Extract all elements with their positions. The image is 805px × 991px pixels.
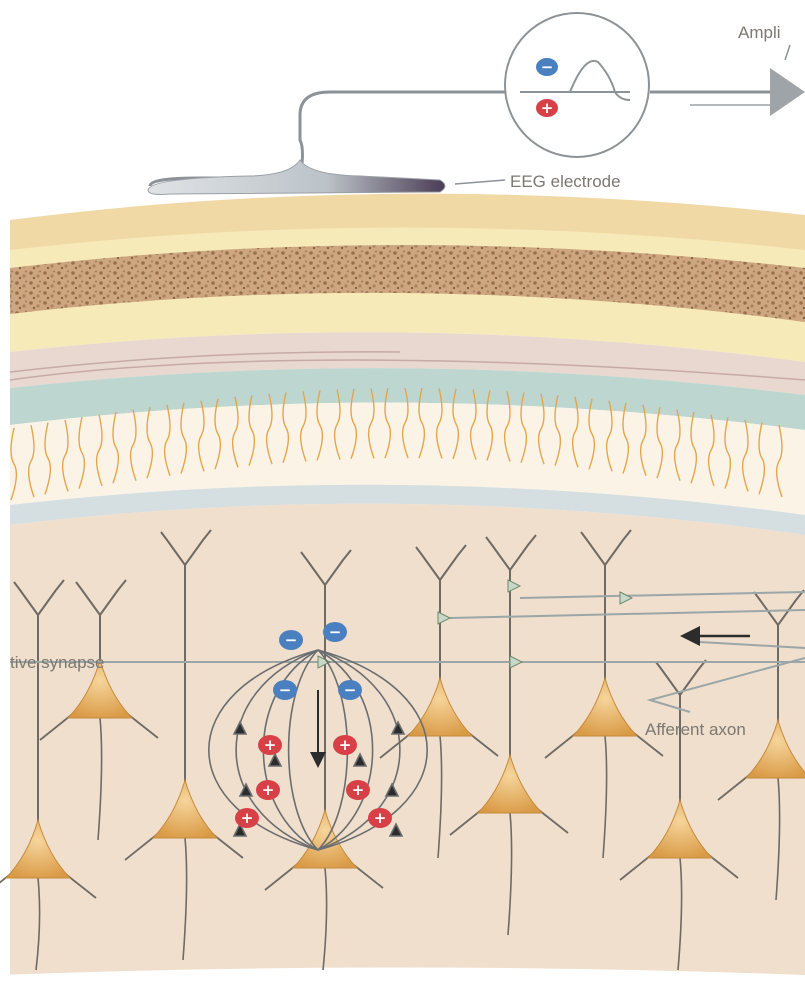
synapse-label: tive synapse — [10, 653, 105, 672]
positive-ion-glyph: + — [352, 781, 365, 799]
positive-ion: + — [368, 808, 392, 828]
cortex-layer — [10, 504, 805, 991]
negative-ion: − — [323, 622, 347, 642]
positive-ion-glyph: + — [241, 809, 254, 827]
negative-ion: − — [338, 680, 362, 700]
positive-ion: + — [258, 735, 282, 755]
positive-ion-glyph: + — [374, 809, 387, 827]
negative-ion-glyph: − — [279, 681, 292, 699]
positive-ion-glyph: + — [262, 781, 275, 799]
positive-ion: + — [235, 808, 259, 828]
amplifier-label: Ampli — [738, 23, 781, 42]
negative-ion-glyph: − — [329, 623, 342, 641]
positive-ion-glyph: + — [339, 736, 352, 754]
head-layers — [0, 194, 805, 991]
negative-ion-glyph: − — [344, 681, 357, 699]
negative-charge-glyph: − — [541, 58, 554, 76]
positive-charge-glyph: + — [541, 99, 554, 117]
positive-ion: + — [346, 780, 370, 800]
electrode-label: EEG electrode — [510, 172, 621, 191]
negative-ion: − — [279, 630, 303, 650]
afferent-label: Afferent axon — [645, 720, 746, 739]
positive-ion-glyph: + — [264, 736, 277, 754]
positive-ion: + — [333, 735, 357, 755]
negative-ion: − — [273, 680, 297, 700]
negative-ion-glyph: − — [285, 631, 298, 649]
signal-circle — [505, 13, 649, 157]
positive-ion: + — [256, 780, 280, 800]
signal-indicator: − + — [505, 13, 649, 157]
